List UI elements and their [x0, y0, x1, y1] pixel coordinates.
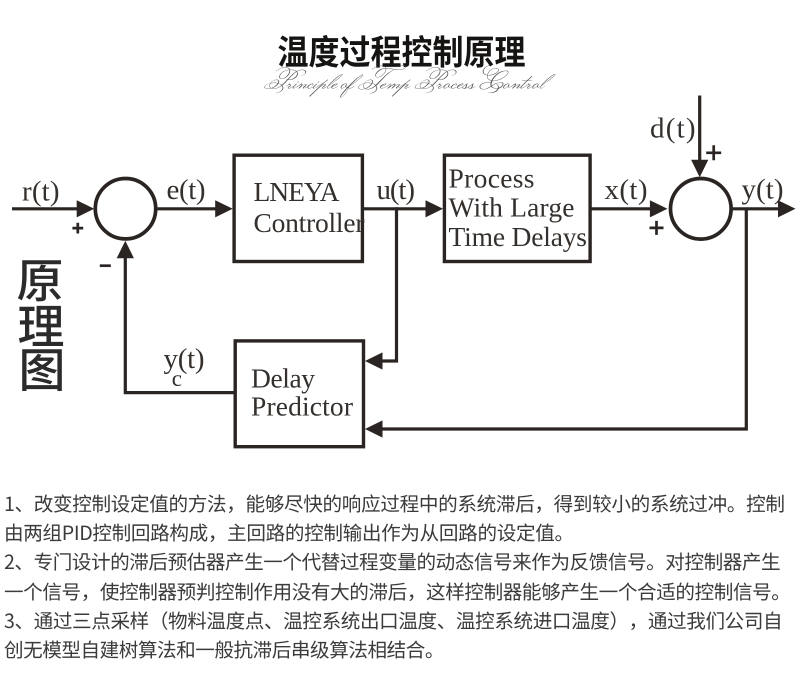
svg-text:x(t): x(t)	[605, 174, 648, 206]
svg-text:u(t): u(t)	[377, 174, 416, 206]
svg-text:理: 理	[18, 289, 65, 358]
svg-text:y(t): y(t)	[742, 174, 784, 206]
svg-text:Controller: Controller	[254, 207, 365, 238]
svg-text:Time Delays: Time Delays	[449, 221, 588, 252]
svg-text:e(t): e(t)	[167, 174, 206, 206]
svg-text:c: c	[172, 366, 182, 391]
svg-text:原: 原	[17, 243, 64, 312]
svg-text:LNEYA: LNEYA	[254, 176, 340, 207]
svg-text:Delay: Delay	[251, 363, 315, 394]
svg-text:图: 图	[19, 332, 66, 401]
svg-text:r(t): r(t)	[22, 176, 60, 208]
svg-text:Process: Process	[449, 163, 535, 194]
svg-text:d(t): d(t)	[650, 113, 696, 145]
svg-text:With Large: With Large	[449, 192, 575, 223]
svg-text:Predictor: Predictor	[251, 391, 353, 422]
svg-text:y(t): y(t)	[164, 343, 205, 375]
